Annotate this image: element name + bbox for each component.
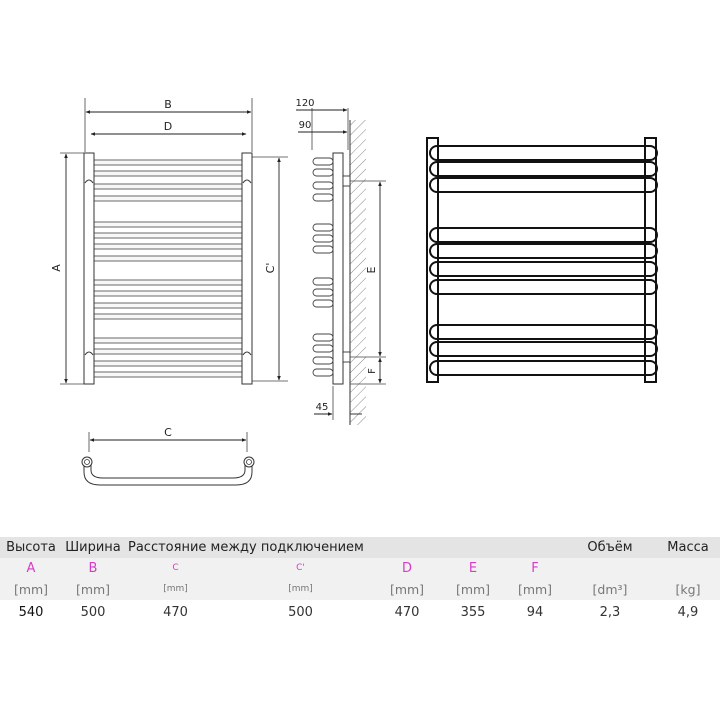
unit-d: [mm] <box>374 578 440 600</box>
label-c-prime: C' <box>264 263 277 274</box>
connection-port-icon <box>81 456 93 468</box>
front-view-bars <box>93 159 243 378</box>
silhouette-right-collector <box>644 137 657 383</box>
side-collector <box>332 152 344 385</box>
letter-a: A <box>0 558 62 578</box>
product-silhouette <box>426 137 658 383</box>
header-connection-spacing: Расстояние между подключением <box>124 537 374 558</box>
value-mass: 4,9 <box>656 600 720 624</box>
top-view: C <box>81 426 255 486</box>
unit-mass: [kg] <box>656 578 720 600</box>
unit-b: [mm] <box>62 578 124 600</box>
unit-c-prime: [mm] <box>227 578 374 600</box>
label-120: 120 <box>295 98 314 109</box>
unit-f: [mm] <box>506 578 564 600</box>
label-e: E <box>365 266 378 273</box>
right-collector <box>241 152 253 385</box>
label-90: 90 <box>299 120 312 131</box>
top-view-bar <box>83 465 253 486</box>
unit-a: [mm] <box>0 578 62 600</box>
label-a: A <box>50 264 63 272</box>
unit-c: [mm] <box>124 578 227 600</box>
letter-c: C <box>124 558 227 578</box>
wall-bracket-icon <box>84 179 252 356</box>
front-view: B D A C' <box>50 98 288 385</box>
value-a: 540 <box>0 600 62 624</box>
label-f: F <box>367 368 378 374</box>
table-header-row: Высота Ширина Расстояние между подключен… <box>0 537 720 558</box>
header-volume: Объём <box>564 537 656 558</box>
side-view: 120 90 E <box>295 98 386 425</box>
table-unit-row: [mm] [mm] [mm] [mm] [mm] [mm] [mm] [dm³]… <box>0 578 720 600</box>
value-c-prime: 500 <box>227 600 374 624</box>
letter-d: D <box>374 558 440 578</box>
header-width: Ширина <box>62 537 124 558</box>
side-bar-ends <box>312 157 334 377</box>
spec-table: Высота Ширина Расстояние между подключен… <box>0 537 720 624</box>
silhouette-left-collector <box>426 137 439 383</box>
unit-volume: [dm³] <box>564 578 656 600</box>
left-collector <box>83 152 95 385</box>
value-d: 470 <box>374 600 440 624</box>
letter-c-prime: C' <box>227 558 374 578</box>
technical-drawing: B D A C' <box>50 98 658 486</box>
header-height: Высота <box>0 537 62 558</box>
connection-port-icon <box>243 456 255 468</box>
value-e: 355 <box>440 600 506 624</box>
header-mass: Масса <box>656 537 720 558</box>
letter-b: B <box>62 558 124 578</box>
value-f: 94 <box>506 600 564 624</box>
label-d: D <box>164 120 172 133</box>
letter-f: F <box>506 558 564 578</box>
wall-hatch <box>350 120 366 425</box>
table-value-row: 540 500 470 500 470 355 94 2,3 4,9 <box>0 600 720 624</box>
table-letter-row: A B C C' D E F <box>0 558 720 578</box>
value-c: 470 <box>124 600 227 624</box>
label-b: B <box>164 98 172 111</box>
label-45: 45 <box>316 402 329 413</box>
value-volume: 2,3 <box>564 600 656 624</box>
label-c: C <box>164 426 172 439</box>
letter-e: E <box>440 558 506 578</box>
unit-e: [mm] <box>440 578 506 600</box>
value-b: 500 <box>62 600 124 624</box>
